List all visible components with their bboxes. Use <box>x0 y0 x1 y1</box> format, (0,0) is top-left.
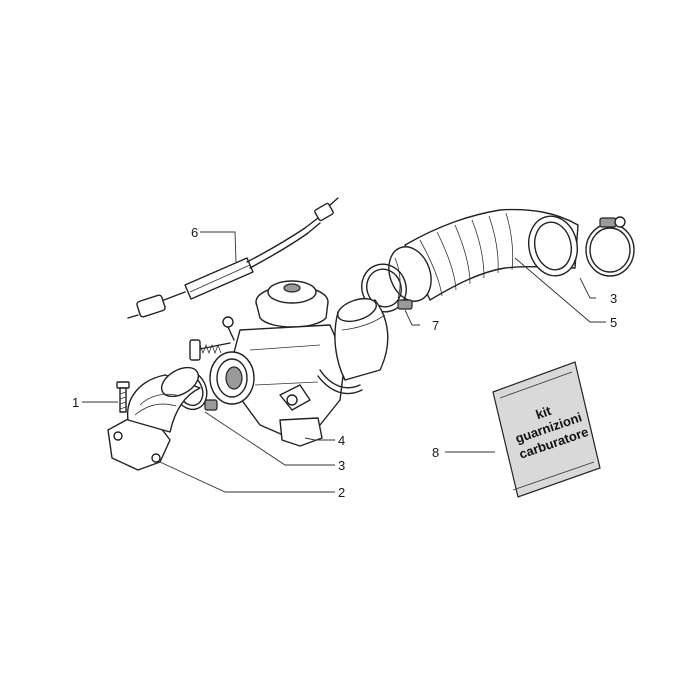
part-5-intake-hose <box>388 208 579 302</box>
callout-6: 6 <box>191 225 198 240</box>
part-2-intake-manifold <box>107 366 201 471</box>
callout-1: 1 <box>72 395 79 410</box>
kit-label-line1: kit <box>534 403 554 422</box>
callout-3-left: 3 <box>338 458 345 473</box>
callout-3-right: 3 <box>610 291 617 306</box>
callout-5: 5 <box>610 315 617 330</box>
part-8-gasket-kit: kit guarnizioni carburatore <box>492 361 601 498</box>
auto-choke <box>317 297 389 395</box>
callout-labels: 1 2 3 4 3 5 6 7 8 <box>72 225 617 500</box>
callout-4: 4 <box>338 433 345 448</box>
callout-2: 2 <box>338 485 345 500</box>
part-7-clamp <box>361 263 413 313</box>
part-6-cable <box>127 197 339 319</box>
callout-7: 7 <box>432 318 439 333</box>
part-4-carburettor <box>189 280 346 447</box>
part-3-clamp-right <box>585 216 635 277</box>
callout-8: 8 <box>432 445 439 460</box>
part-1-bolt <box>116 381 130 413</box>
leader-lines <box>82 231 606 493</box>
